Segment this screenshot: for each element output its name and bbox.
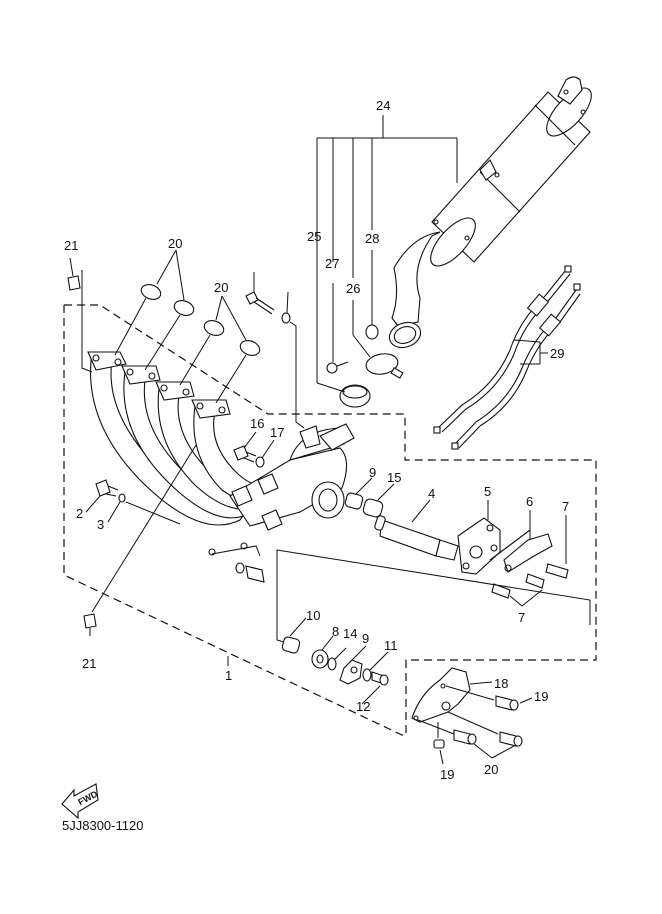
bolt-15 (233, 431, 257, 463)
gasket-23 (339, 384, 371, 408)
bolt-2 (85, 479, 119, 513)
bolt-12 (371, 671, 389, 686)
damper-26 (365, 324, 379, 340)
washer-3 (107, 493, 181, 525)
valve-shaft-4 (374, 515, 459, 561)
callout-label-18: 19 (440, 767, 454, 782)
bushing-9-lower (281, 636, 301, 654)
callout-label-3: 3 (97, 517, 104, 532)
nut-21-top (67, 257, 93, 373)
spring-washer-14 (327, 657, 337, 671)
muffler (430, 76, 592, 267)
callout-label-17: 18 (494, 676, 508, 691)
callout-label-20-right: 20 (214, 280, 228, 295)
nut-21-bottom (83, 444, 197, 636)
bushing-13 (362, 498, 384, 518)
callout-label-26: 28 (365, 231, 379, 246)
lever-subassembly-frame (276, 549, 591, 643)
callout-label-7-bottom: 7 (518, 610, 525, 625)
bracket-plate-5 (457, 517, 501, 575)
callout-label-25: 27 (325, 256, 339, 271)
callout-label-6: 6 (526, 494, 533, 509)
gaskets-20 (114, 249, 261, 404)
cover-17 (411, 667, 493, 723)
bolts-19 (417, 685, 533, 759)
bolt-28 (245, 272, 275, 315)
callout-label-10: 9 (362, 631, 369, 646)
callout-label-15: 16 (250, 416, 264, 431)
exhaust-header-pipes (87, 351, 355, 531)
callout-label-2: 2 (76, 506, 83, 521)
callout-label-22: 24 (376, 98, 390, 113)
callout-label-24: 26 (346, 281, 360, 296)
callout-label-12: 12 (356, 699, 370, 714)
callout-label-1: 1 (225, 668, 232, 683)
washer-8 (311, 649, 329, 669)
callout-label-19-top: 19 (534, 689, 548, 704)
callout-label-11: 11 (384, 638, 398, 653)
washer-16 (255, 439, 275, 468)
callout-label-4: 4 (428, 486, 435, 501)
pulley-lever-6 (489, 529, 553, 573)
callout-22-bracket (316, 115, 458, 393)
callout-label-7-top: 7 (562, 499, 569, 514)
bolt-collector-bottom (208, 542, 265, 583)
callout-label-16: 17 (270, 425, 284, 440)
damper-18 (433, 722, 445, 765)
callout-label-5: 5 (484, 484, 491, 499)
valve-leaders (355, 477, 567, 607)
callout-label-20-left: 20 (168, 236, 182, 251)
washer-11 (362, 668, 372, 682)
callout-label-21-top: 21 (64, 238, 78, 253)
diagram-code: 5JJ8300-1120 (62, 818, 143, 833)
bolts-7 (491, 563, 569, 599)
forward-arrow-icon: FWD (61, 783, 100, 820)
lever-leaders (289, 617, 389, 705)
callout-label-21-bottom: 21 (82, 656, 96, 671)
callout-label-9-lower: 10 (306, 608, 320, 623)
clamp-24 (365, 353, 404, 379)
cable-set (433, 265, 581, 450)
lever-10 (339, 659, 363, 685)
muffler-link-pipe (391, 231, 441, 327)
callout-labels: 24 25 28 27 26 29 21 20 20 16 17 2 3 9 1… (64, 98, 569, 782)
callout-label-27: 29 (550, 346, 564, 361)
assembly-boundary-main (63, 304, 597, 736)
callout-label-14: 14 (343, 626, 357, 641)
callout-label-8: 8 (332, 624, 339, 639)
bolt-25 (326, 361, 349, 374)
callout-label-19-bottom: 20 (484, 762, 498, 777)
washer-29 (281, 291, 305, 429)
callout-label-13: 15 (387, 470, 401, 485)
callout-label-9-upper: 9 (369, 465, 376, 480)
bushing-9-upper (344, 492, 364, 510)
callout-label-23: 25 (307, 229, 321, 244)
